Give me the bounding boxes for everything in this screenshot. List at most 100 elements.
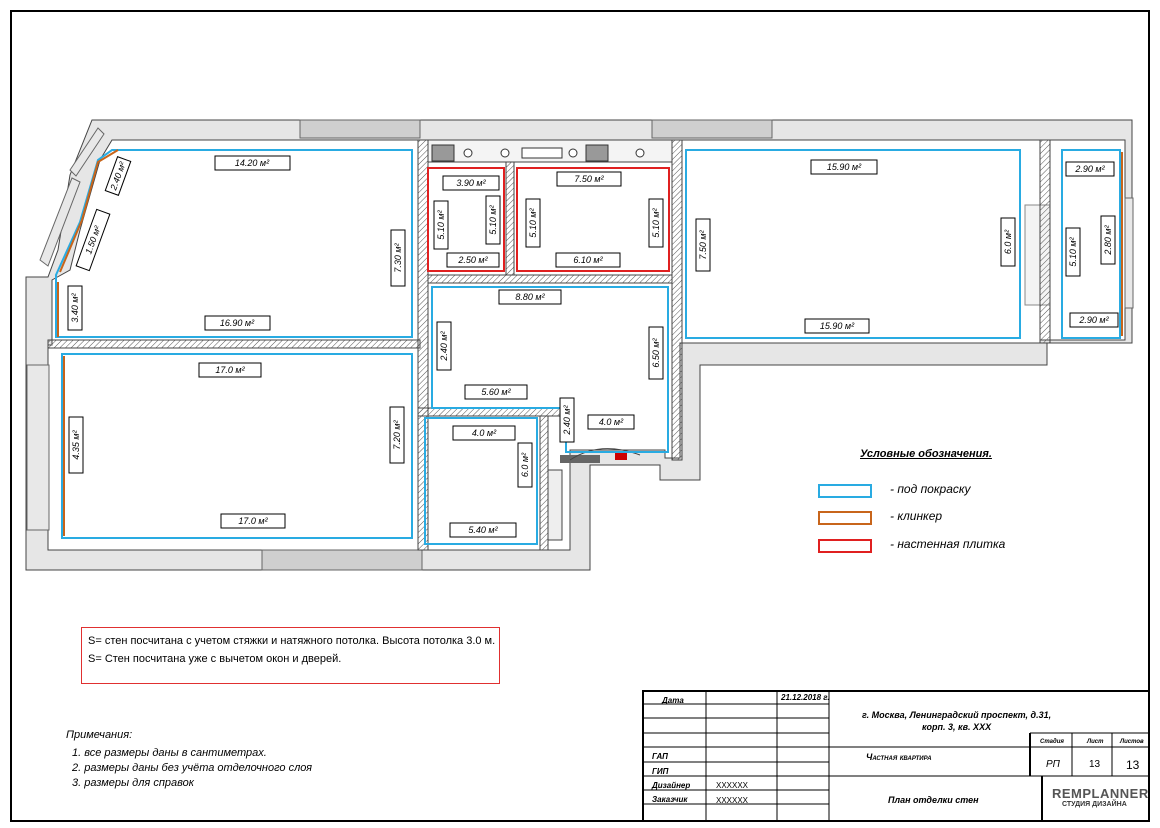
interior-walls [47, 139, 1051, 551]
area-label: 7.20 м² [389, 406, 405, 464]
tile-room-1 [427, 167, 505, 272]
svg-text:5.10 м²: 5.10 м² [528, 207, 538, 237]
svg-text:17.0 м²: 17.0 м² [238, 516, 268, 526]
stage-value: РП [1046, 759, 1060, 770]
area-label: 6.50 м² [648, 326, 664, 380]
area-label: 6.0 м² [1000, 217, 1016, 267]
svg-text:3.40 м²: 3.40 м² [70, 292, 80, 322]
fixtures [431, 144, 645, 541]
area-label: 5.60 м² [464, 384, 528, 400]
area-label: 3.90 м² [442, 175, 500, 191]
area-label: 5.10 м² [1065, 227, 1081, 277]
svg-text:6.0 м²: 6.0 м² [520, 452, 530, 477]
project-name: Частная квартира [866, 752, 932, 762]
sheets-label: Листов [1120, 739, 1144, 745]
area-label: 3.40 м² [67, 285, 83, 331]
gap-label: ГАП [652, 752, 668, 761]
svg-text:2.40 м²: 2.40 м² [439, 330, 449, 361]
designer-label: Дизайнер [652, 781, 691, 790]
svg-text:5.10 м²: 5.10 м² [1068, 236, 1078, 266]
designer-value: XXXXXX [716, 781, 749, 790]
area-label: 8.80 м² [498, 289, 562, 305]
area-label: 6.10 м² [555, 252, 621, 268]
area-label: 2.50 м² [446, 252, 500, 268]
area-label: 5.40 м² [449, 522, 517, 538]
svg-text:2.80 м²: 2.80 м² [1103, 224, 1113, 255]
title-block: Дата 21.12.2018 г. г. Москва, Ленинградс… [642, 690, 1150, 822]
remark-item: 3. размеры для справок [72, 777, 194, 789]
svg-text:6.10 м²: 6.10 м² [573, 255, 603, 265]
svg-text:15.90 м²: 15.90 м² [827, 162, 862, 172]
area-label: 16.90 м² [204, 315, 271, 331]
svg-text:2.40 м²: 2.40 м² [562, 404, 572, 435]
legend-title: Условные обозначения. [860, 448, 992, 460]
drawing-title: План отделки стен [888, 795, 979, 805]
area-label: 7.30 м² [390, 229, 406, 287]
area-label: 14.20 м² [214, 155, 291, 171]
svg-text:14.20 м²: 14.20 м² [235, 158, 270, 168]
paint-room-3 [685, 149, 1021, 339]
area-labels: 14.20 м² 16.90 м² 7.30 м² 2.40 м² 1.50 м… [67, 155, 1119, 538]
title-block-grid [642, 690, 1150, 822]
svg-text:4.0 м²: 4.0 м² [599, 417, 624, 427]
remark-item: 1. все размеры даны в сантиметрах. [72, 747, 267, 759]
svg-text:6.0 м²: 6.0 м² [1003, 229, 1013, 254]
paint-room-2 [61, 353, 413, 539]
area-label: 2.40 м² [436, 321, 452, 371]
client-label: Заказчик [652, 795, 688, 804]
drawing-frame [10, 10, 1150, 822]
legend-swatch-clinker [818, 511, 872, 525]
paint-room-5 [431, 286, 669, 453]
svg-text:5.10 м²: 5.10 м² [651, 207, 661, 237]
note-line: S= Стен посчитана уже с вычетом окон и д… [88, 653, 342, 665]
area-label: 4.0 м² [587, 414, 635, 430]
remark-item: 2. размеры даны без учёта отделочного сл… [72, 762, 313, 774]
svg-text:7.30 м²: 7.30 м² [393, 242, 403, 272]
gip-label: ГИП [652, 767, 669, 776]
area-label: 5.10 м² [485, 195, 501, 245]
note-line: S= стен посчитана с учетом стяжки и натя… [88, 635, 496, 647]
svg-text:2.50 м²: 2.50 м² [457, 255, 488, 265]
sheets-value: 13 [1126, 758, 1140, 772]
date-value: 21.12.2018 г. [781, 693, 830, 702]
remarks: Примечания: 1. все размеры даны в сантим… [66, 728, 312, 791]
svg-text:2.90 м²: 2.90 м² [1078, 315, 1109, 325]
area-label: 6.0 м² [517, 442, 533, 488]
address: г. Москва, Ленинградский проспект, д.31, [862, 710, 1052, 720]
calculation-note: S= стен посчитана с учетом стяжки и натя… [81, 627, 500, 684]
svg-text:7.50 м²: 7.50 м² [574, 174, 604, 184]
svg-text:5.10 м²: 5.10 м² [488, 204, 498, 234]
svg-text:8.80 м²: 8.80 м² [515, 292, 545, 302]
area-label: 4.0 м² [452, 425, 516, 441]
finish-outlines [55, 149, 1123, 545]
svg-text:17.0 м²: 17.0 м² [215, 365, 245, 375]
area-label: 15.90 м² [810, 159, 878, 175]
tile-room-2 [516, 167, 670, 272]
area-label: 7.50 м² [695, 218, 711, 272]
area-label: 5.10 м² [433, 200, 449, 250]
remarks-title: Примечания: [66, 729, 133, 741]
svg-text:7.50 м²: 7.50 м² [698, 229, 708, 259]
legend-swatch-paint [818, 484, 872, 498]
clinker-room-1 [57, 149, 119, 337]
area-label: 2.90 м² [1065, 161, 1115, 177]
legend-label: - клинкер [890, 509, 943, 523]
svg-text:5.60 м²: 5.60 м² [481, 387, 511, 397]
paint-room-6 [424, 417, 538, 545]
area-label: 5.10 м² [525, 198, 541, 248]
area-label: 2.80 м² [1100, 215, 1116, 265]
area-label: 2.40 м² [559, 397, 575, 443]
legend-label: - настенная плитка [890, 537, 1006, 551]
svg-text:15.90 м²: 15.90 м² [820, 321, 855, 331]
address-line-2: корп. 3, кв. XXX [922, 722, 992, 732]
area-label: 7.50 м² [556, 171, 622, 187]
client-value: XXXXXX [716, 796, 749, 805]
svg-text:5.10 м²: 5.10 м² [436, 209, 446, 239]
area-label: 2.90 м² [1069, 312, 1119, 328]
svg-text:6.50 м²: 6.50 м² [651, 337, 661, 367]
svg-text:4.35 м²: 4.35 м² [71, 429, 81, 459]
svg-text:3.90 м²: 3.90 м² [456, 178, 486, 188]
date-label: Дата [662, 696, 684, 705]
area-label: 5.10 м² [648, 198, 664, 248]
